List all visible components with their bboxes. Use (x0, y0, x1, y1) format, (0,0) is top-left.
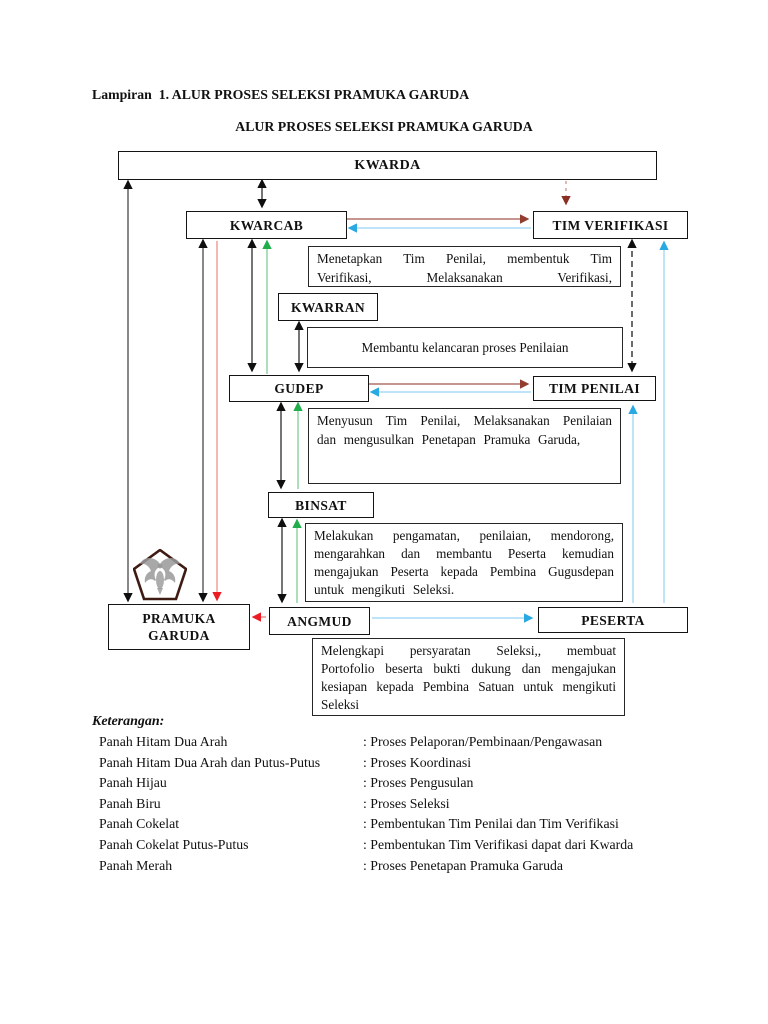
legend-meaning: : Pembentukan Tim Penilai dan Tim Verifi… (363, 816, 619, 832)
legend-arrow-label: Panah Hitam Dua Arah dan Putus-Putus (99, 754, 321, 770)
node-kwarda: KWARDA (118, 151, 657, 180)
node-gudep: GUDEP (229, 375, 369, 402)
legend-row-brown: Panah Cokelat : Pembentukan Tim Penilai … (99, 817, 633, 831)
node-peserta: PESERTA (538, 607, 688, 633)
pramuka-garuda-line2: GARUDA (148, 628, 210, 643)
legend-row-green: Panah Hijau : Proses Pengusulan (99, 775, 633, 791)
legend-arrow-label: Panah Biru (99, 795, 161, 811)
node-kwarran: KWARRAN (278, 293, 378, 321)
legend-meaning: : Proses Seleksi (363, 795, 450, 811)
pramuka-garuda-line1: PRAMUKA (142, 611, 216, 626)
legend-meaning: : Proses Pengusulan (363, 775, 474, 791)
legend-arrow-label: Panah Cokelat (99, 816, 180, 832)
garuda-pentagon-logo (132, 548, 188, 601)
legend-meaning: : Pembentukan Tim Verifikasi dapat dari … (363, 836, 634, 852)
legend-arrow-label: Panah Cokelat Putus-Putus (99, 836, 249, 852)
page-title: Lampiran 1. ALUR PROSES SELEKSI PRAMUKA … (92, 87, 470, 102)
note-kwarcab-tasks: Menetapkan Tim Penilai, membentuk Tim Ve… (308, 246, 621, 287)
legend-row-black: Panah Hitam Dua Arah : Proses Pelaporan/… (99, 734, 633, 749)
garuda-eagle-illustration (140, 558, 180, 595)
node-pramuka-garuda: PRAMUKA GARUDA (108, 604, 250, 650)
note-gudep-tasks: Menyusun Tim Penilai, Melaksanakan Penil… (308, 408, 621, 484)
legend-row-black-dashed: Panah Hitam Dua Arah dan Putus-Putus : P… (99, 754, 633, 770)
legend-row-red: Panah Merah : Proses Penetapan Pramuka G… (99, 857, 633, 873)
legend-title: Keterangan: (92, 714, 165, 729)
note-kwarran-tasks: Membantu kelancaran proses Penilaian (307, 327, 623, 368)
legend-arrow-label: Panah Hitam Dua Arah (99, 734, 228, 749)
node-tim-verifikasi: TIM VERIFIKASI (533, 211, 688, 239)
node-angmud: ANGMUD (269, 607, 370, 635)
red-arrows (212, 241, 266, 622)
legend-meaning: : Proses Koordinasi (363, 754, 472, 770)
legend-meaning: : Proses Pelaporan/Pembinaan/Pengawasan (363, 734, 603, 749)
node-binsat: BINSAT (268, 492, 374, 518)
note-angmud-tasks: Melengkapi persyaratan Seleksi,, membuat… (312, 638, 625, 716)
legend-arrow-label: Panah Merah (99, 857, 173, 873)
legend-row-blue: Panah Biru : Proses Seleksi (99, 795, 633, 811)
legend-meaning: : Proses Penetapan Pramuka Garuda (363, 857, 564, 873)
legend: Panah Hitam Dua Arah : Proses Pelaporan/… (99, 734, 634, 879)
legend-row-brown-dashed: Panah Cokelat Putus-Putus : Pembentukan … (99, 836, 634, 852)
legend-arrow-label: Panah Hijau (99, 775, 167, 791)
diagram-title: ALUR PROSES SELEKSI PRAMUKA GARUDA (235, 119, 533, 134)
note-binsat-tasks: Melakukan pengamatan, penilaian, mendoro… (305, 523, 623, 602)
node-tim-penilai: TIM PENILAI (533, 376, 656, 401)
node-kwarcab: KWARCAB (186, 211, 347, 239)
